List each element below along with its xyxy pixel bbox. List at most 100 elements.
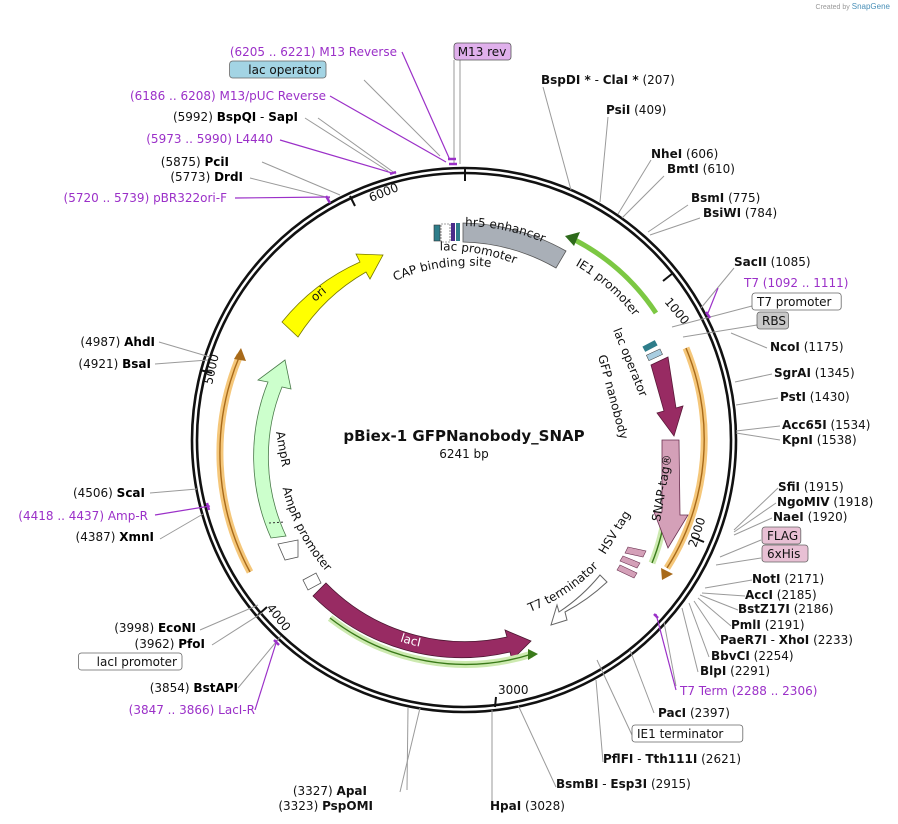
right-label-ie1-terminator: IE1 terminator bbox=[631, 724, 744, 743]
flag-feature bbox=[624, 546, 647, 558]
right-label-psii: PsiI (409) bbox=[606, 103, 666, 117]
site-label: (4921) BsaI bbox=[78, 357, 151, 371]
site-position: (2397) bbox=[686, 706, 730, 720]
site-label: (5973 .. 5990) L4440 bbox=[146, 132, 273, 146]
right-label-bsmi: BsmI (775) bbox=[691, 191, 760, 205]
left-label-scai: (4506) ScaI bbox=[73, 486, 145, 500]
site-name: EcoNI bbox=[158, 621, 196, 635]
site-label: (6205 .. 6221) M13 Reverse bbox=[230, 45, 397, 59]
site-position: (3323) bbox=[278, 799, 322, 813]
site-name: LacI-R bbox=[218, 703, 255, 717]
site-name: HpaI bbox=[490, 799, 521, 813]
right-label-noti: NotI (2171) bbox=[752, 572, 824, 586]
site-position: (1085) bbox=[767, 255, 811, 269]
feature-box bbox=[751, 292, 842, 311]
right-labels: BspDI * - ClaI * (207)PsiI (409)NheI (60… bbox=[490, 73, 873, 813]
site-star-2: * bbox=[628, 73, 639, 87]
site-name: PaeR7I bbox=[720, 633, 767, 647]
feature-box-label: T7 promoter bbox=[756, 295, 832, 309]
left-label-ahdi: (4987) AhdI bbox=[80, 335, 155, 349]
feature-box bbox=[631, 724, 744, 743]
left-label-drdi: (5773) DrdI bbox=[170, 170, 243, 184]
site-name: DrdI bbox=[214, 170, 243, 184]
site-name-2: XhoI bbox=[779, 633, 810, 647]
site-name: BlpI bbox=[700, 664, 726, 678]
left-label-bspqi: (5992) BspQI - SapI bbox=[173, 110, 298, 124]
site-position: (409) bbox=[630, 103, 666, 117]
orf-arc-right-line bbox=[666, 347, 705, 569]
left-label-m13-reverse: (6205 .. 6221) M13 Reverse bbox=[230, 45, 397, 59]
site-name: PstI bbox=[780, 390, 806, 404]
site-name: L4440 bbox=[236, 132, 273, 146]
right-label-sacii: SacII (1085) bbox=[734, 255, 811, 269]
site-label: HpaI (3028) bbox=[490, 799, 565, 813]
right-label-t7: T7 (1092 .. 1111) bbox=[743, 276, 848, 290]
right-label-t7-term: T7 Term (2288 .. 2306) bbox=[679, 684, 817, 698]
left-label-xmni: (4387) XmnI bbox=[76, 530, 154, 544]
site-position: (1175) bbox=[800, 340, 844, 354]
feature-box bbox=[756, 311, 790, 330]
site-name: Amp-R bbox=[108, 509, 148, 523]
site-label: SgrAI (1345) bbox=[774, 366, 855, 380]
right-label-pmli: PmlI (2191) bbox=[731, 618, 805, 632]
site-label: NaeI (1920) bbox=[773, 510, 847, 524]
site-position: (4506) bbox=[73, 486, 117, 500]
site-position: (6205 .. 6221) bbox=[230, 45, 320, 59]
plasmid-size: 6241 bp bbox=[439, 447, 489, 461]
site-label: SfiI (1915) bbox=[778, 480, 844, 494]
feature-box-label: RBS bbox=[762, 314, 786, 328]
site-label: Acc65I (1534) bbox=[782, 418, 870, 432]
lac-operator-feature-2 bbox=[456, 223, 460, 241]
lac-promoter-feature bbox=[451, 223, 455, 241]
site-position: (2254) bbox=[750, 649, 794, 663]
site-position: (4921) bbox=[78, 357, 122, 371]
site-position: (1430) bbox=[806, 390, 850, 404]
ampr-promoter-arrow bbox=[277, 539, 299, 561]
right-label-psti: PstI (1430) bbox=[780, 390, 850, 404]
site-name: SacII bbox=[734, 255, 767, 269]
site-position: (1534) bbox=[827, 418, 871, 432]
right-label-bmti: BmtI (610) bbox=[667, 162, 735, 176]
site-label: PstI (1430) bbox=[780, 390, 850, 404]
site-name: SfiI bbox=[778, 480, 800, 494]
site-label: (5773) DrdI bbox=[170, 170, 243, 184]
primer-marks bbox=[205, 157, 712, 646]
site-position: (2288 .. 2306) bbox=[728, 684, 818, 698]
site-label: PacI (2397) bbox=[658, 706, 730, 720]
site-dash: - bbox=[598, 777, 610, 791]
left-label-pbr322ori-f: (5720 .. 5739) pBR322ori-F bbox=[64, 191, 228, 205]
site-label: BsiWI (784) bbox=[703, 206, 777, 220]
right-label-sgrai: SgrAI (1345) bbox=[774, 366, 855, 380]
hsv-feature bbox=[616, 564, 638, 579]
snapgene-credit: Created by SnapGene bbox=[816, 2, 890, 11]
site-position: (1915) bbox=[800, 480, 844, 494]
site-name: PciI bbox=[205, 155, 230, 169]
site-position: (3998) bbox=[114, 621, 158, 635]
left-label-econi: (3998) EcoNI bbox=[114, 621, 196, 635]
gfp-nanobody-arrow bbox=[650, 356, 684, 437]
site-position: (3962) bbox=[135, 637, 179, 651]
m13-rev-box: M13 rev bbox=[453, 42, 512, 61]
site-label: NcoI (1175) bbox=[770, 340, 844, 354]
ampr-arrow bbox=[253, 359, 292, 539]
left-label-lac-operator: lac operator bbox=[229, 60, 327, 79]
right-label-bstz17i: BstZ17I (2186) bbox=[738, 602, 834, 616]
site-position: (5973 .. 5990) bbox=[146, 132, 236, 146]
site-name-2: ClaI bbox=[603, 73, 628, 87]
bottom-labels: (3327) ApaI(3323) PspOMI bbox=[278, 784, 373, 813]
right-label-naei: NaeI (1920) bbox=[773, 510, 847, 524]
site-position: (2233) bbox=[809, 633, 853, 647]
site-position: (1092 .. 1111) bbox=[759, 276, 849, 290]
site-name: BspQI bbox=[217, 110, 257, 124]
site-label: (5992) BspQI - SapI bbox=[173, 110, 298, 124]
site-name: ApaI bbox=[337, 784, 367, 798]
lac-operator-feature bbox=[433, 224, 441, 242]
right-label-kpni: KpnI (1538) bbox=[782, 433, 857, 447]
left-label-pfoi: (3962) PfoI bbox=[135, 637, 205, 651]
orf-arrowhead-left bbox=[234, 348, 246, 361]
right-label-rbs: RBS bbox=[756, 311, 790, 330]
right-label-ngomiv: NgoMIV (1918) bbox=[777, 495, 873, 509]
site-position: (3854) bbox=[150, 681, 194, 695]
site-label: (3847 .. 3866) LacI-R bbox=[129, 703, 255, 717]
